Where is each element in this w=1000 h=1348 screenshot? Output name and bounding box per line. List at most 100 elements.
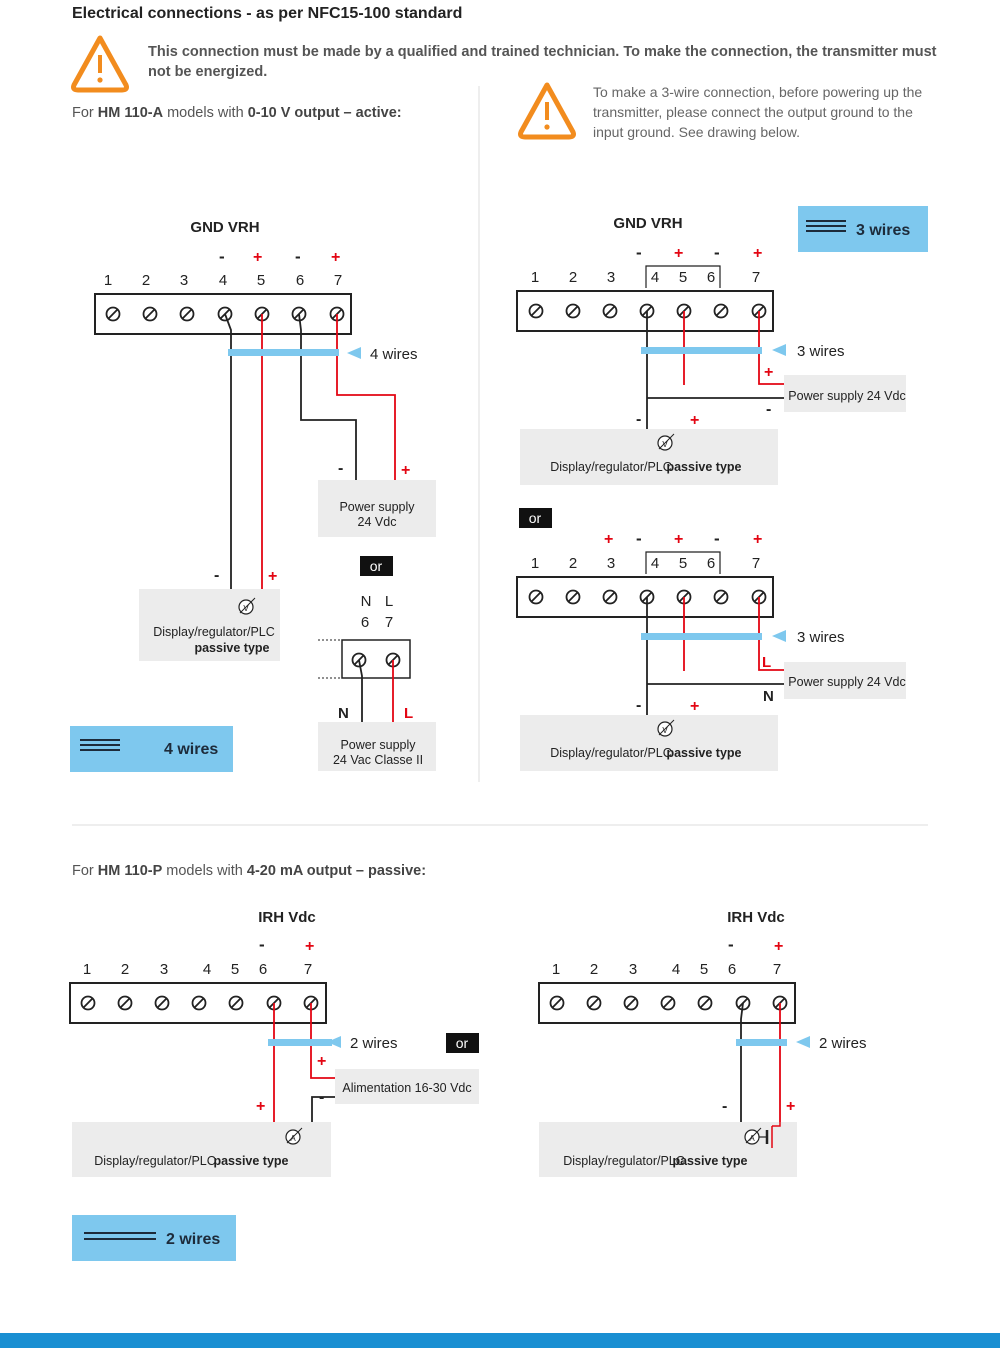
svg-text:2 wires: 2 wires xyxy=(350,1035,398,1052)
diagram-a-3wires-dc: 3 wires GND VRH - + - + 1 2 3 4 5 6 7 3 … xyxy=(516,206,928,485)
svg-text:L: L xyxy=(762,654,771,671)
svg-text:Alimentation 16-30 Vdc: Alimentation 16-30 Vdc xyxy=(342,1081,471,1095)
svg-text:passive type: passive type xyxy=(672,1154,747,1168)
svg-text:6: 6 xyxy=(707,269,715,286)
svg-text:+: + xyxy=(764,364,773,381)
svg-text:+: + xyxy=(305,938,314,955)
svg-text:-: - xyxy=(319,1089,324,1106)
svg-text:2: 2 xyxy=(569,555,577,572)
svg-text:A: A xyxy=(290,1134,296,1143)
svg-text:or: or xyxy=(456,1035,469,1051)
svg-text:2: 2 xyxy=(121,961,129,978)
gnd-vrh-label: GND VRH xyxy=(190,219,259,236)
svg-text:+: + xyxy=(604,531,613,548)
svg-text:or: or xyxy=(529,510,542,526)
page-title: Electrical connections - as per NFC15-10… xyxy=(72,5,463,22)
svg-text:Power supply: Power supply xyxy=(340,738,416,752)
svg-text:+: + xyxy=(774,938,783,955)
svg-text:+: + xyxy=(256,1098,265,1115)
svg-text:N: N xyxy=(338,705,349,722)
svg-text:passive type: passive type xyxy=(213,1154,288,1168)
wire-bundle-bar xyxy=(228,349,339,356)
svg-text:2 wires: 2 wires xyxy=(166,1231,220,1248)
svg-text:4: 4 xyxy=(672,961,680,978)
svg-text:-: - xyxy=(214,567,219,584)
svg-text:1: 1 xyxy=(552,961,560,978)
svg-text:+: + xyxy=(753,531,762,548)
svg-text:-: - xyxy=(722,1098,727,1115)
svg-text:5: 5 xyxy=(679,555,687,572)
svg-text:+: + xyxy=(690,698,699,715)
warning-icon-3wire xyxy=(521,85,574,137)
minus-sign: - xyxy=(295,247,301,266)
svg-text:1: 1 xyxy=(531,555,539,572)
svg-text:V: V xyxy=(662,726,668,735)
svg-text:+: + xyxy=(268,568,277,585)
svg-text:6: 6 xyxy=(361,614,369,631)
svg-text:1: 1 xyxy=(531,269,539,286)
diagram-a-3wires-ac: or + - + - + 1 2 3 4 5 6 7 3 wires L N P… xyxy=(516,508,906,771)
svg-text:+: + xyxy=(674,531,683,548)
terminal-number: 7 xyxy=(334,272,342,289)
svg-text:24 Vac Classe II: 24 Vac Classe II xyxy=(333,753,423,767)
svg-text:Display/regulator/PLC: Display/regulator/PLC xyxy=(94,1154,216,1168)
svg-text:-: - xyxy=(259,935,265,954)
svg-text:Display/regulator/PLC: Display/regulator/PLC xyxy=(550,746,672,760)
plus-sign: + xyxy=(331,249,340,266)
svg-text:3: 3 xyxy=(607,269,615,286)
display-box xyxy=(139,589,280,661)
svg-text:6: 6 xyxy=(728,961,736,978)
svg-text:Display/regulator/PLC: Display/regulator/PLC xyxy=(550,460,672,474)
svg-text:4: 4 xyxy=(651,555,659,572)
svg-text:A: A xyxy=(749,1134,755,1143)
svg-text:-: - xyxy=(714,243,720,262)
svg-text:N: N xyxy=(763,688,774,705)
svg-text:passive type: passive type xyxy=(666,746,741,760)
svg-text:+: + xyxy=(786,1098,795,1115)
warning-3wire-text: To make a 3-wire connection, before powe… xyxy=(593,84,923,140)
svg-text:N: N xyxy=(361,593,372,610)
diagram-a-4wires: GND VRH - + - + 1 2 3 4 5 6 7 4 wires - … xyxy=(70,219,436,772)
svg-text:-: - xyxy=(636,529,642,548)
svg-text:-: - xyxy=(766,401,771,418)
plus-sign: + xyxy=(253,249,262,266)
svg-text:-: - xyxy=(714,529,720,548)
svg-text:5: 5 xyxy=(231,961,239,978)
svg-text:+: + xyxy=(674,245,683,262)
svg-text:3 wires: 3 wires xyxy=(797,343,845,360)
arrow-icon xyxy=(347,347,361,359)
svg-text:7: 7 xyxy=(385,614,393,631)
terminal-number: 5 xyxy=(257,272,265,289)
svg-text:7: 7 xyxy=(304,961,312,978)
svg-text:V: V xyxy=(243,604,249,613)
terminal-number: 6 xyxy=(296,272,304,289)
section-a-header: For HM 110-A models with 0-10 V output –… xyxy=(72,105,402,121)
svg-text:2: 2 xyxy=(590,961,598,978)
svg-text:+: + xyxy=(690,412,699,429)
svg-text:+: + xyxy=(753,245,762,262)
terminal-number: 3 xyxy=(180,272,188,289)
svg-text:or: or xyxy=(370,558,383,574)
svg-text:V: V xyxy=(662,440,668,449)
svg-text:7: 7 xyxy=(752,555,760,572)
svg-text:2: 2 xyxy=(569,269,577,286)
svg-text:Power supply 24 Vdc: Power supply 24 Vdc xyxy=(788,389,905,403)
svg-text:2 wires: 2 wires xyxy=(819,1035,867,1052)
svg-text:-: - xyxy=(728,935,734,954)
diagram-p-2wires-right: IRH Vdc - + 1 2 3 4 5 6 7 2 wires - + A … xyxy=(538,909,867,1177)
svg-text:3 wires: 3 wires xyxy=(797,629,845,646)
wires-count-label: 4 wires xyxy=(370,346,418,363)
terminal-number: 4 xyxy=(219,272,227,289)
svg-text:24 Vdc: 24 Vdc xyxy=(358,515,397,529)
svg-text:GND VRH: GND VRH xyxy=(613,215,682,232)
svg-text:passive type: passive type xyxy=(194,641,269,655)
power-supply-ac-box xyxy=(318,722,436,771)
svg-text:3: 3 xyxy=(160,961,168,978)
section-p-header: For HM 110-P models with 4-20 mA output … xyxy=(72,863,427,879)
svg-text:3: 3 xyxy=(607,555,615,572)
footer-bar xyxy=(0,1333,1000,1348)
svg-text:4: 4 xyxy=(651,269,659,286)
svg-text:passive type: passive type xyxy=(666,460,741,474)
warning-icon xyxy=(74,38,127,90)
